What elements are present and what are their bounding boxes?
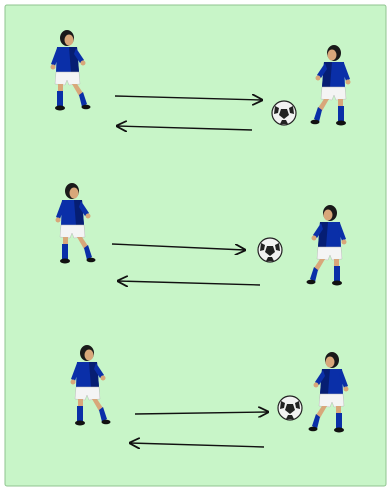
- player-left-2: [55, 183, 96, 264]
- player-left-1: [50, 30, 91, 111]
- pass-arrow-left-3: [130, 443, 265, 447]
- player-right-1: [310, 45, 351, 126]
- pass-arrow-right-1: [114, 96, 262, 100]
- practice-field: [4, 4, 387, 487]
- pass-arrow-right-3: [134, 412, 268, 414]
- pass-arrow-left-2: [118, 281, 261, 285]
- soccer-ball-2: [257, 237, 283, 263]
- player-left-3: [70, 345, 111, 426]
- player-right-2: [306, 205, 347, 286]
- soccer-ball-3: [277, 395, 303, 421]
- pass-arrow-left-1: [117, 126, 253, 130]
- pass-arrow-right-2: [111, 243, 245, 250]
- soccer-ball-1: [271, 100, 297, 126]
- player-right-3: [308, 352, 349, 433]
